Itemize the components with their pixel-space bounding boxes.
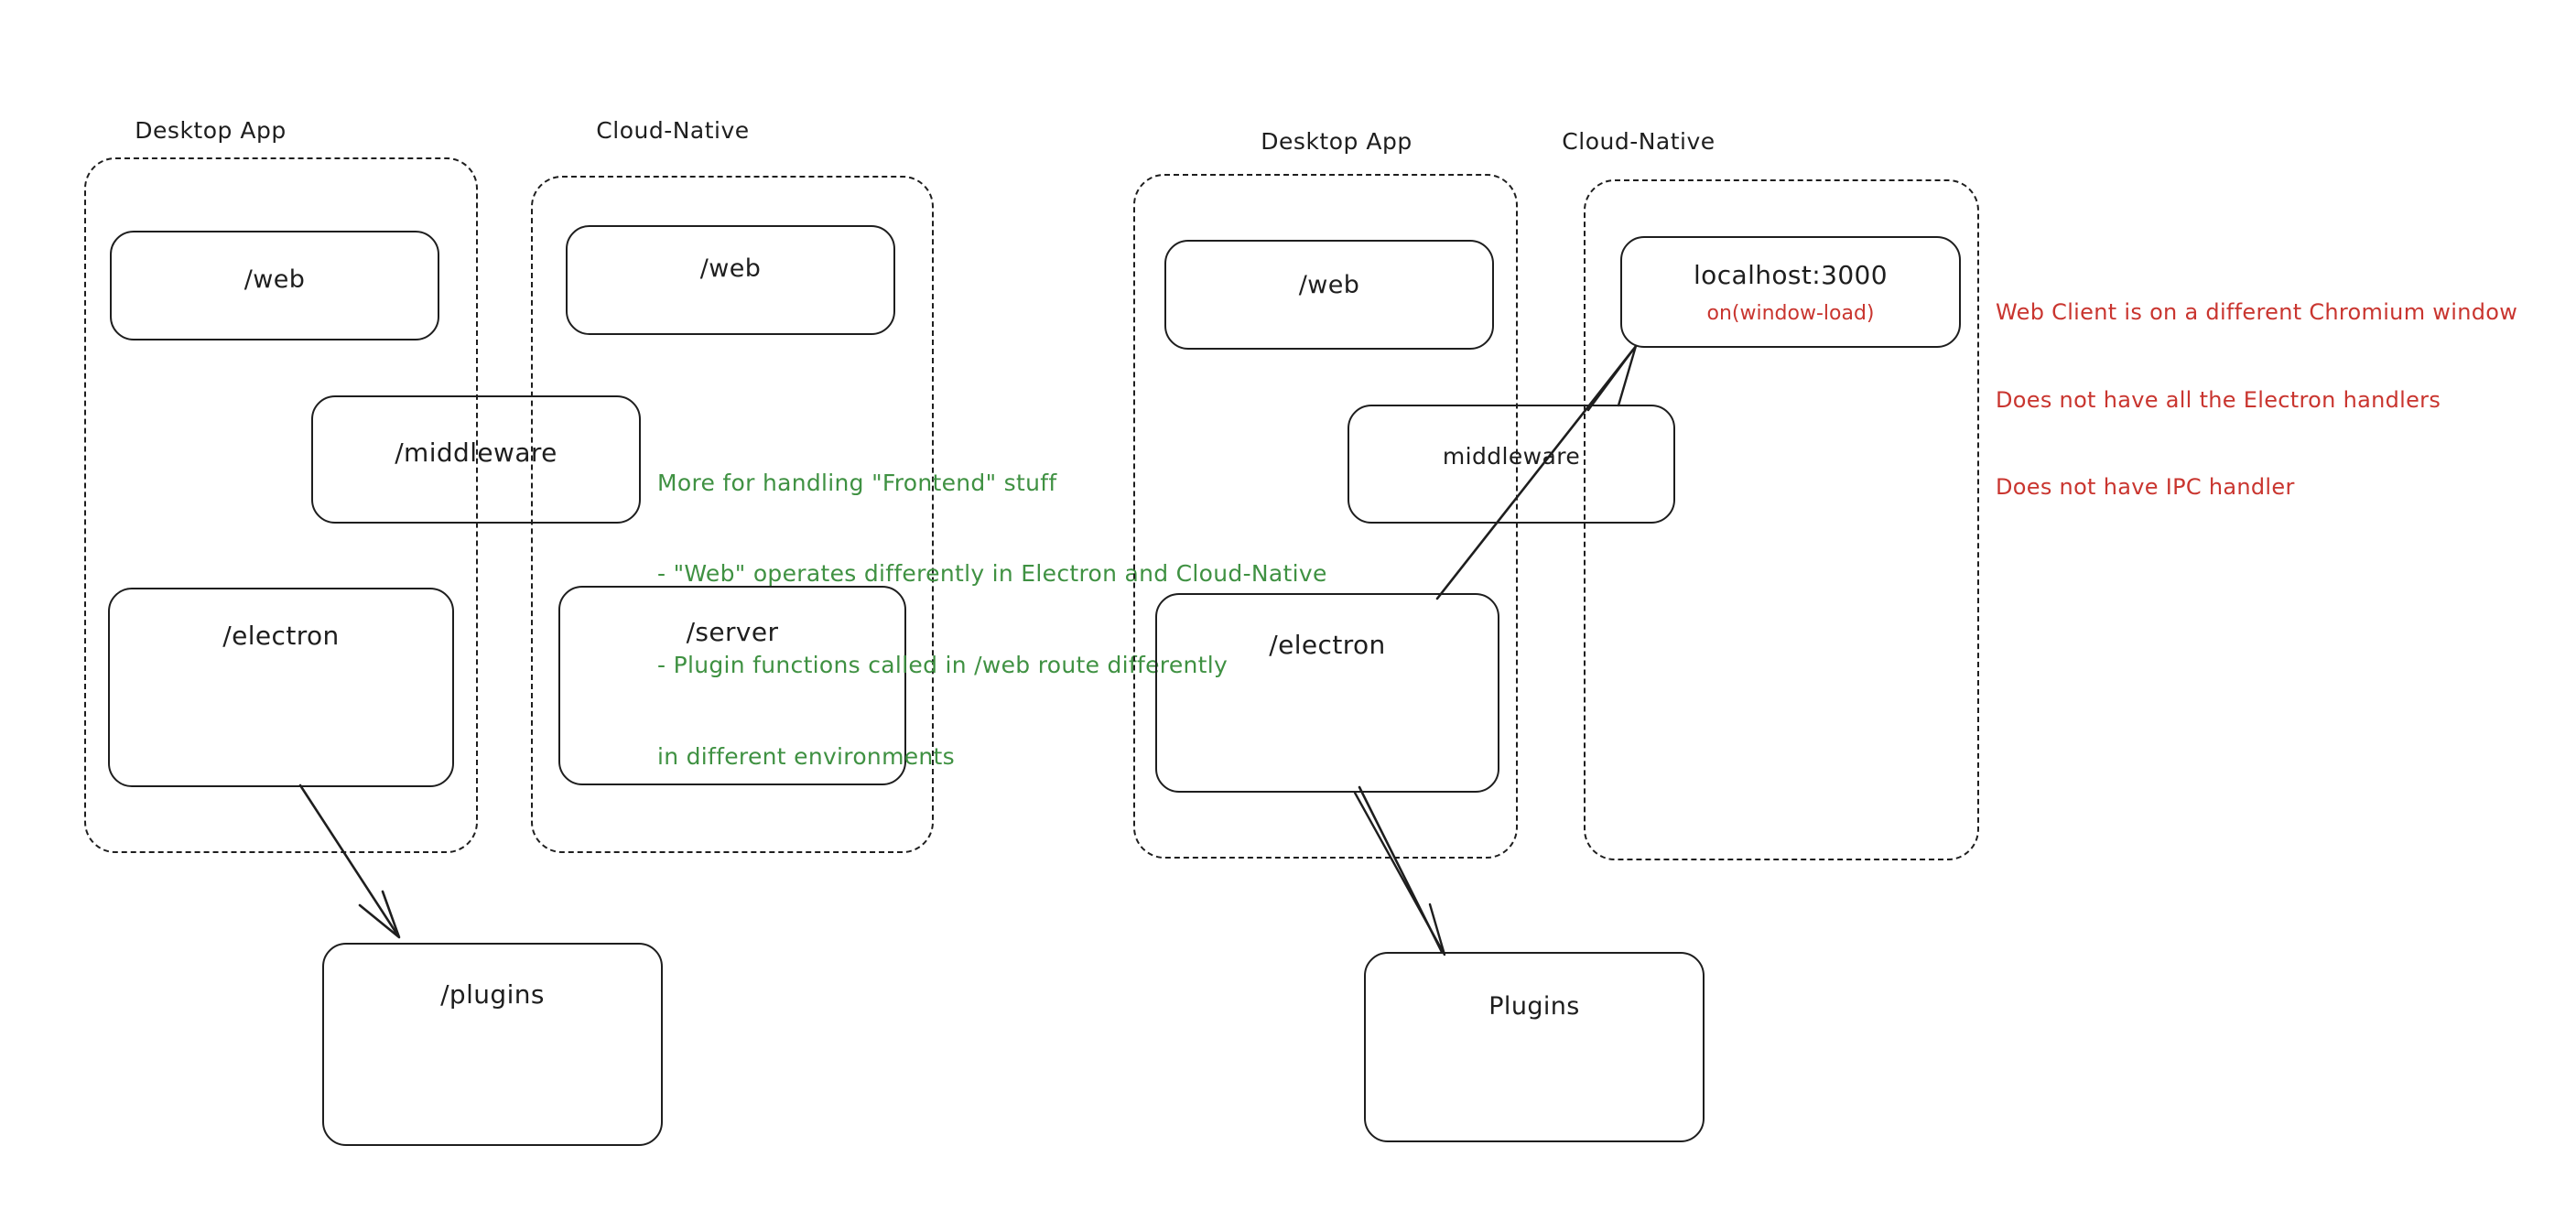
node-label: Plugins bbox=[1488, 992, 1580, 1021]
node-web-desktop-right[interactable]: /web bbox=[1164, 240, 1494, 350]
annotation-red-line-1: Web Client is on a different Chromium wi… bbox=[1996, 298, 2518, 325]
group-cloud-native-right bbox=[1584, 179, 1979, 860]
annotation-green-line-3: - Plugin functions called in /web route … bbox=[657, 652, 1228, 678]
node-sublabel-on-window-load: on(window-load) bbox=[1706, 302, 1875, 325]
group-title-cloud-native-right: Cloud-Native bbox=[1562, 128, 1716, 155]
node-label: /plugins bbox=[440, 979, 545, 1010]
annotation-green-line-2: - "Web" operates differently in Electron… bbox=[657, 560, 1327, 588]
node-web-cloud-left[interactable]: /web bbox=[566, 225, 895, 335]
node-plugins-right[interactable]: Plugins bbox=[1364, 952, 1705, 1142]
group-cloud-native-left bbox=[531, 176, 934, 853]
node-electron-left[interactable]: /electron bbox=[108, 588, 454, 787]
annotation-red-line-3: Does not have IPC handler bbox=[1996, 474, 2295, 501]
node-label: /middleware bbox=[395, 438, 557, 468]
group-title-cloud-native-left: Cloud-Native bbox=[596, 117, 750, 144]
node-server-left[interactable]: /server bbox=[558, 586, 906, 785]
group-desktop-app-left bbox=[84, 157, 478, 853]
node-middleware-right[interactable]: middleware bbox=[1348, 405, 1675, 524]
node-web-desktop-left[interactable]: /web bbox=[110, 231, 439, 340]
node-label: localhost:3000 bbox=[1694, 260, 1888, 290]
node-plugins-left[interactable]: /plugins bbox=[322, 943, 663, 1146]
node-localhost-3000[interactable]: localhost:3000 on(window-load) bbox=[1620, 236, 1961, 348]
node-label: middleware bbox=[1442, 443, 1581, 470]
node-label: /web bbox=[244, 265, 306, 294]
node-middleware-left[interactable]: /middleware bbox=[311, 395, 641, 524]
node-electron-right[interactable]: /electron bbox=[1155, 593, 1499, 793]
node-label: /server bbox=[686, 617, 779, 647]
node-label: /electron bbox=[1269, 630, 1386, 660]
annotation-green: More for handling "Frontend" stuff - "We… bbox=[657, 406, 1327, 833]
group-title-desktop-app-right: Desktop App bbox=[1261, 128, 1412, 155]
annotation-red: Web Client is on a different Chromium wi… bbox=[1996, 240, 2517, 561]
group-title-desktop-app-left: Desktop App bbox=[135, 117, 287, 144]
node-label: /electron bbox=[222, 621, 340, 651]
group-desktop-app-right bbox=[1133, 174, 1518, 859]
annotation-green-line-1: More for handling "Frontend" stuff bbox=[657, 469, 1057, 496]
annotation-red-line-2: Does not have all the Electron handlers bbox=[1996, 386, 2441, 413]
node-label: /web bbox=[699, 254, 762, 283]
node-label: /web bbox=[1298, 271, 1360, 299]
annotation-green-line-4: in different environments bbox=[657, 742, 955, 770]
